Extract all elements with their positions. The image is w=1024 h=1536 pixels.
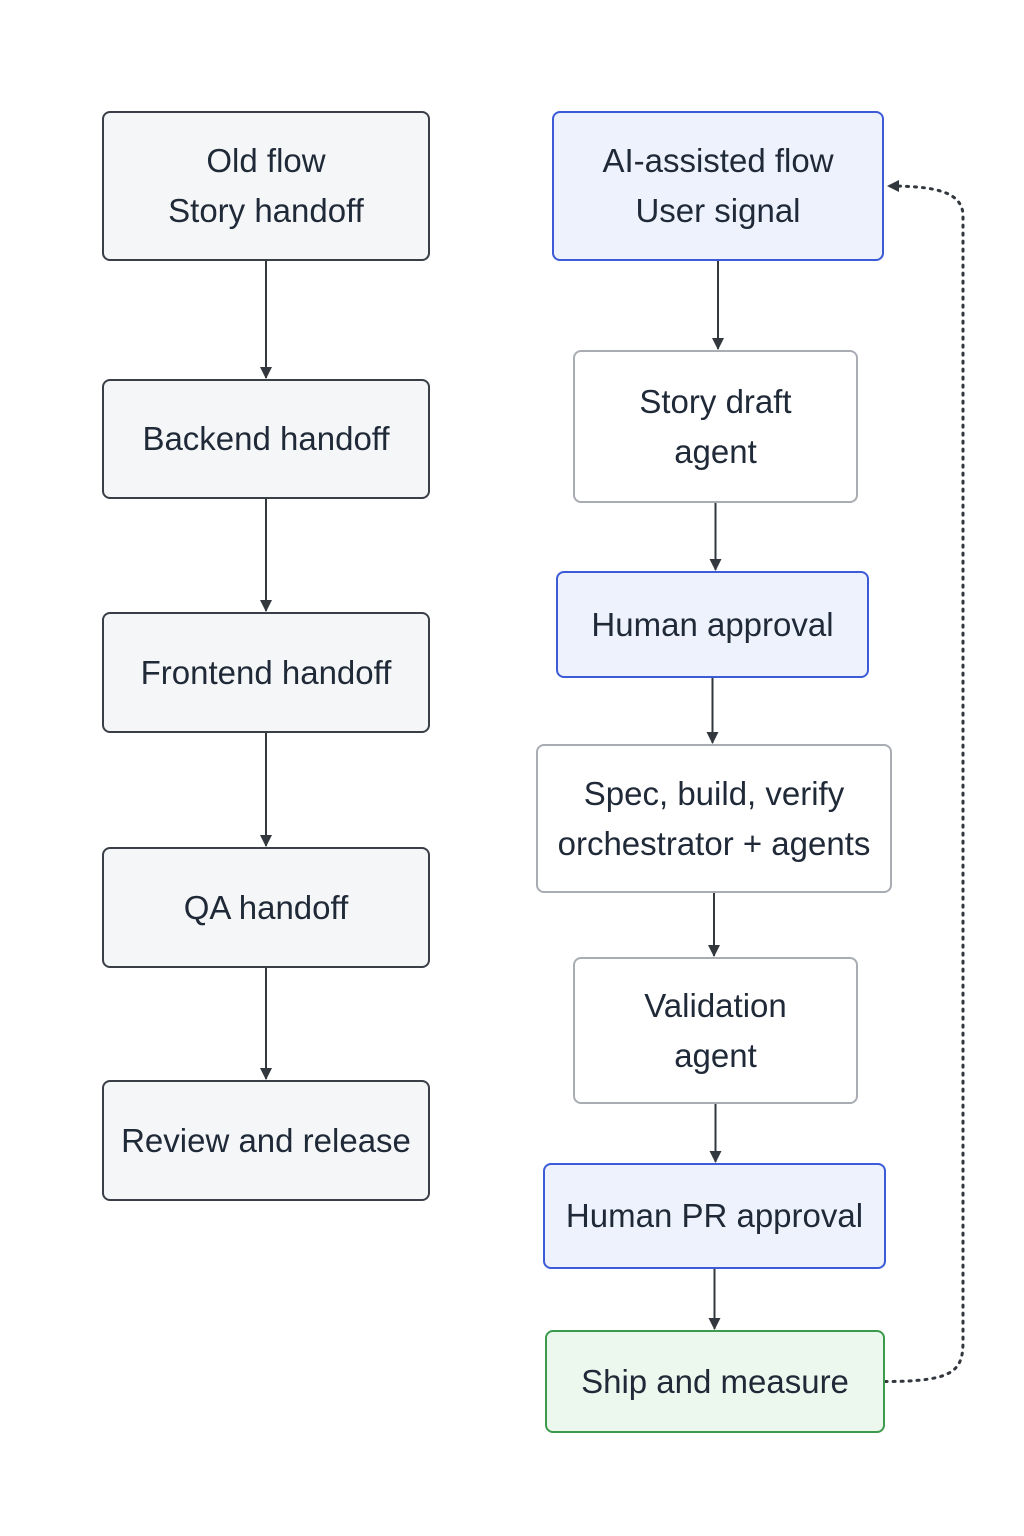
node-validation-agent-line-1: Validation xyxy=(644,986,787,1024)
node-backend-handoff-label: Backend handoff xyxy=(142,420,390,457)
node-validation-agent-line-2: agent xyxy=(674,1036,757,1074)
node-human-approval: Human approval xyxy=(556,571,869,678)
node-spec-build-verify: Spec, build, verify orchestrator + agent… xyxy=(536,744,892,893)
node-backend-handoff: Backend handoff xyxy=(102,379,430,499)
node-ship-measure-label: Ship and measure xyxy=(581,1362,849,1400)
node-story-handoff-line-2: Story handoff xyxy=(168,192,364,229)
node-story-draft-agent: Story draft agent xyxy=(573,350,858,503)
node-human-approval-label: Human approval xyxy=(591,605,834,643)
node-story-handoff: Old flow Story handoff xyxy=(102,111,430,261)
node-human-pr-approval-label: Human PR approval xyxy=(565,1197,864,1234)
node-qa-handoff: QA handoff xyxy=(102,847,430,968)
node-validation-agent: Validation agent xyxy=(573,957,858,1104)
node-user-signal-line-1: AI-assisted flow xyxy=(602,142,834,179)
node-frontend-handoff: Frontend handoff xyxy=(102,612,430,733)
node-user-signal: AI-assisted flow User signal xyxy=(552,111,884,261)
node-review-release-label: Review and release xyxy=(121,1121,411,1159)
node-frontend-handoff-label: Frontend handoff xyxy=(140,653,392,691)
node-review-release: Review and release xyxy=(102,1080,430,1201)
node-spec-build-verify-line-1: Spec, build, verify xyxy=(583,774,845,812)
node-qa-handoff-label: QA handoff xyxy=(183,888,349,926)
edge-ship-measure-to-user-signal xyxy=(883,180,965,1383)
node-user-signal-line-2: User signal xyxy=(635,192,801,229)
node-ship-measure: Ship and measure xyxy=(545,1330,885,1433)
node-human-pr-approval: Human PR approval xyxy=(543,1163,886,1269)
node-story-handoff-line-1: Old flow xyxy=(206,142,326,179)
node-spec-build-verify-line-2: orchestrator + agents xyxy=(557,824,871,862)
node-story-draft-agent-line-1: Story draft xyxy=(639,382,792,420)
node-story-draft-agent-line-2: agent xyxy=(674,432,757,470)
